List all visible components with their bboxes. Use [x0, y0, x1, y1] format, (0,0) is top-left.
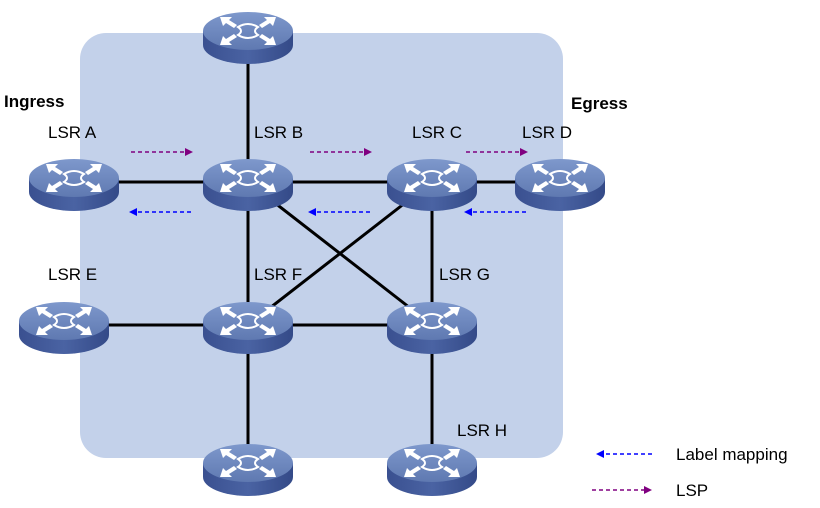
router-icon-G — [386, 301, 478, 355]
legend: Label mapping LSP — [592, 445, 788, 500]
router-icon-C — [386, 158, 478, 212]
router-icon-bottom — [202, 443, 294, 497]
router-icon-H — [386, 443, 478, 497]
arrows-layer — [129, 148, 528, 216]
node-label-H: LSR H — [457, 421, 507, 440]
router-icon-F — [202, 301, 294, 355]
router-icon-D — [514, 158, 606, 212]
node-label-B: LSR B — [254, 123, 303, 142]
node-label-G: LSR G — [439, 265, 490, 284]
node-label-F: LSR F — [254, 265, 302, 284]
node-label-A: LSR A — [48, 123, 97, 142]
router-icon-B — [202, 158, 294, 212]
router-icon-E — [18, 301, 110, 355]
router-icon-top — [202, 11, 294, 65]
node-label-D: LSR D — [522, 123, 572, 142]
legend-lsp-text: LSP — [676, 481, 708, 500]
node-label-E: LSR E — [48, 265, 97, 284]
network-domain-panel — [80, 33, 563, 458]
egress-label: Egress — [571, 94, 628, 113]
legend-label-mapping-text: Label mapping — [676, 445, 788, 464]
router-icon-A — [28, 158, 120, 212]
ingress-label: Ingress — [4, 92, 64, 111]
node-label-C: LSR C — [412, 123, 462, 142]
